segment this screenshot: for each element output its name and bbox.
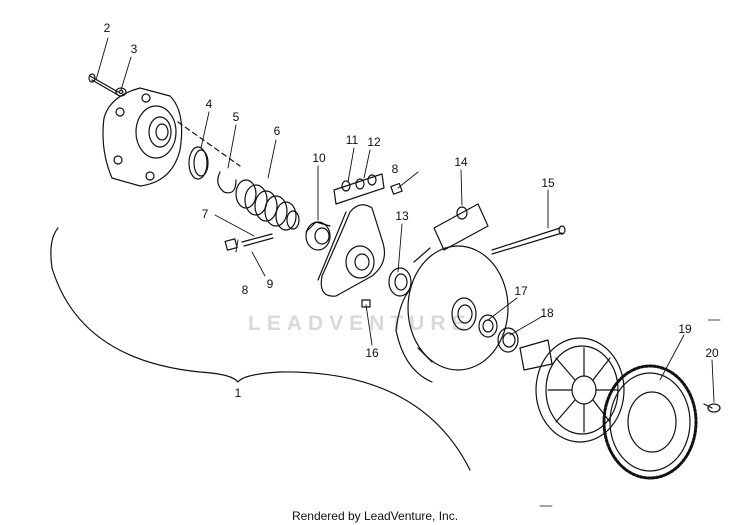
bolt-part-20 [703,403,721,413]
pin-part-7 [241,233,274,247]
nut-part-8-left [224,238,238,251]
part-number-label: 8 [391,162,399,176]
ring-part-17 [478,314,498,338]
part-number-label: 12 [367,135,381,149]
snap-ring-part-5 [217,171,237,194]
washer-part-13 [388,267,412,297]
movable-sheave [395,245,509,383]
part-number-label: 20 [705,346,719,360]
assembly-bracket [50,227,471,471]
part-number-label: 5 [232,110,240,124]
set-screw-part-8-right [390,182,403,195]
bushings-part-11-12 [333,173,385,205]
part-number-label: 6 [273,124,281,138]
ring-part-4 [188,146,209,180]
part-number-label: 10 [312,151,326,165]
fitting-part-16 [361,299,371,308]
fixed-sheave [519,337,625,443]
ring-part-18 [497,327,519,353]
roller-part-10 [305,221,331,251]
part-number-label: 7 [201,207,209,221]
ring-gear-part-19 [602,364,698,480]
part-number-label: 9 [266,277,274,291]
bolt-part-2 [88,73,119,96]
part-number-label: 11 [345,133,359,147]
part-number-label: 16 [365,346,379,360]
part-number-label: 15 [541,176,555,190]
footer-credit: Rendered by LeadVenture, Inc. [291,509,459,523]
part-number-label: 2 [103,21,111,35]
cover-housing [102,87,241,187]
part-number-label: 19 [678,322,692,336]
part-number-label: 8 [241,283,249,297]
spider-arm-assembly [317,204,385,297]
part-number-label: 1 [234,386,242,400]
spring-part-6 [235,179,300,231]
part-number-label: 14 [454,155,468,169]
part-number-label: 13 [395,209,409,223]
part-number-label: 17 [514,284,528,298]
part-number-label: 18 [540,306,554,320]
part-number-label: 4 [205,97,213,111]
weight-part-14 [433,203,489,251]
part-number-label: 3 [130,42,138,56]
shaft-part-15 [491,225,566,255]
